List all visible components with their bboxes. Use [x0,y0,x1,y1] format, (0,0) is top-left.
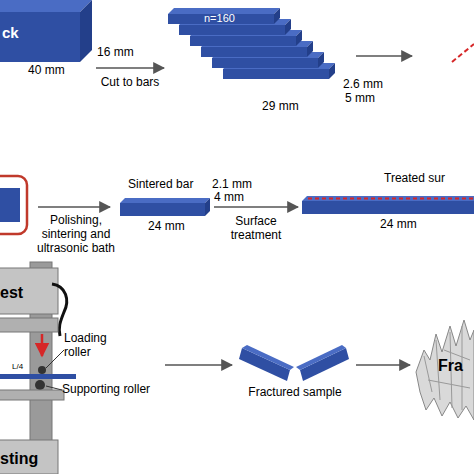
crosshead [0,318,58,332]
material-block: ck [0,0,92,62]
highlight-frame [0,176,27,234]
step-label: Cut to bars [85,76,175,90]
block-front [0,12,80,62]
bar [168,8,280,24]
bar-front [201,47,307,57]
bar-section [0,188,20,222]
process-arrow [38,206,110,208]
loading-roller [38,366,46,374]
bar-top [302,196,474,201]
bar-top [120,198,210,203]
bar-front [179,25,285,35]
treated-surface-line [308,198,474,200]
node-outline [168,8,335,79]
bar-end [296,30,302,46]
bar-end [274,8,280,24]
treated-bar: Treated sur [302,196,474,214]
bar-stack: n=160 [168,8,335,79]
fractured-piece-top [242,345,294,370]
annotation-label: Fra [438,357,463,375]
annotation-label: est [0,284,23,302]
annotation-label: 2.1 mm [212,178,252,192]
process-arrow [165,364,232,366]
annotation-label: 5 mm [345,92,375,106]
step-label: Surface treatment [220,215,292,243]
annotation-label: Supporting roller [62,383,150,397]
machine-base [0,440,58,474]
bar-end [307,41,313,57]
load-arrow [41,334,44,356]
block-top [0,0,92,12]
machine-head [0,268,58,314]
fractured-piece-top [296,345,346,370]
annotation-label: Polishing, sintering and ultrasonic bath [34,214,118,255]
annotation-label: Fractured sample [236,386,354,400]
process-arrow [356,364,410,366]
leader-line [46,386,62,390]
sintered-bar: Sintered bar [120,198,210,216]
fracture-texture [424,326,470,410]
bar-front [190,36,296,46]
annotation-label: 24 mm [380,218,417,232]
supporting-roller [35,380,45,390]
annotation-label: sting [0,450,38,468]
node-label: n=160 [204,12,235,24]
bar-front [120,203,205,216]
bar-end [205,198,210,216]
annotation-label: Loading roller [64,332,124,360]
node-outline [120,198,210,216]
bar-front [302,201,474,214]
annotation-label: 24 mm [148,220,185,234]
bar-front [223,69,329,79]
annotation-label: 40 mm [28,64,65,78]
test-specimen [0,374,76,379]
cut-line [452,44,474,62]
process-arrow [214,206,298,208]
bar-front [212,58,318,68]
annotation-label: 2.6 mm [343,78,383,92]
bar-end [318,52,324,68]
annotation-label: 16 mm [97,46,134,60]
leader-line [46,350,64,368]
bar-end [285,19,291,35]
bar-end [329,63,335,79]
process-arrow [356,55,412,57]
annotation-label: 4 mm [214,191,244,205]
annotation-label: L/4 [12,362,23,371]
annotation-label: 29 mm [262,100,299,114]
node-label: Treated sur [384,171,445,185]
node-outline [302,196,474,214]
support-fixture [0,390,64,400]
fracture-surface [416,320,474,420]
process-arrow [96,67,164,69]
node-label: ck [2,24,19,41]
node-label: Sintered bar [128,177,193,191]
block-side [80,0,92,62]
